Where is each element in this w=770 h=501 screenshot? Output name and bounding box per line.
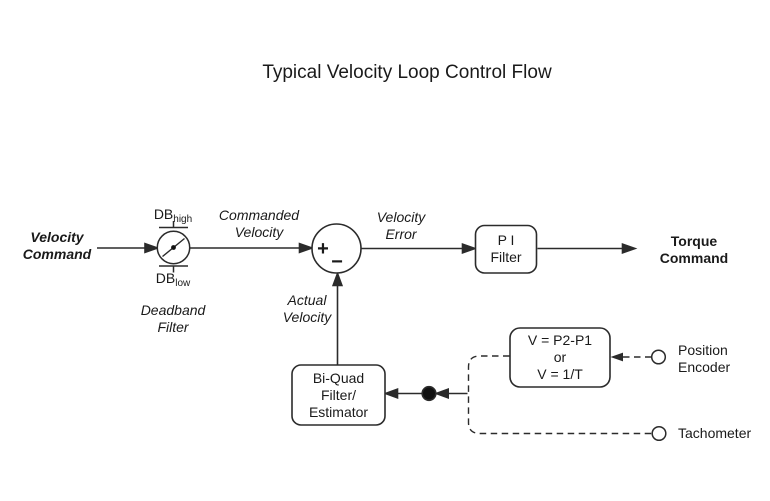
position-encoder-label: Position Encoder <box>678 342 731 375</box>
arrowhead-up-into-summing <box>331 271 344 287</box>
deadband-filter-symbol <box>156 221 191 273</box>
biquad-filter-label: Bi-Quad Filter/ Estimator <box>308 369 369 420</box>
tachometer-label: Tachometer <box>678 425 752 441</box>
arrowhead-into-deadband <box>144 242 160 254</box>
pi-filter-label: P I Filter <box>490 232 522 265</box>
arrowhead-into-biquad <box>383 387 399 400</box>
junction-dot <box>421 385 437 402</box>
deadband-filter-caption: Deadband Filter <box>140 302 206 335</box>
velocity-error-label: Velocity Error <box>376 209 426 242</box>
sensor-dashed-lines <box>467 355 652 435</box>
db-low-label: DBlow <box>155 270 191 289</box>
torque-command-label: Torque Command <box>659 233 729 266</box>
summing-plus-sign: + <box>317 238 329 260</box>
velocity-command-label: Velocity Command <box>22 229 92 262</box>
commanded-velocity-label: Commanded Velocity <box>218 207 300 240</box>
velocity-calc-box <box>509 327 611 388</box>
tachometer-node <box>651 425 667 442</box>
deadband-lower-limit-bar <box>159 265 188 273</box>
arrowhead-torque-command <box>621 242 638 255</box>
position-encoder-node <box>650 349 667 365</box>
diagram-title: Typical Velocity Loop Control Flow <box>262 62 552 83</box>
arrowhead-into-pi-filter <box>461 242 478 255</box>
feedback-vertical-line <box>331 271 468 402</box>
arrowhead-into-vcalc <box>610 352 623 362</box>
deadband-upper-limit-bar <box>159 221 188 229</box>
dashed-vcalc-to-junction <box>467 355 652 435</box>
summing-junction-circle <box>311 223 362 274</box>
pi-filter-box <box>474 224 538 274</box>
arrowhead-into-summing <box>298 242 315 254</box>
velocity-calc-label: V = P2-P1 or V = 1/T <box>527 332 593 382</box>
actual-velocity-label: Actual Velocity <box>282 292 332 325</box>
deadband-characteristic-dot <box>171 245 176 250</box>
forward-path-lines <box>97 242 638 255</box>
summing-minus-sign: − <box>331 251 343 273</box>
arrowhead-into-dot <box>433 387 450 400</box>
biquad-filter-box <box>291 364 386 426</box>
db-high-label: DBhigh <box>153 206 193 225</box>
